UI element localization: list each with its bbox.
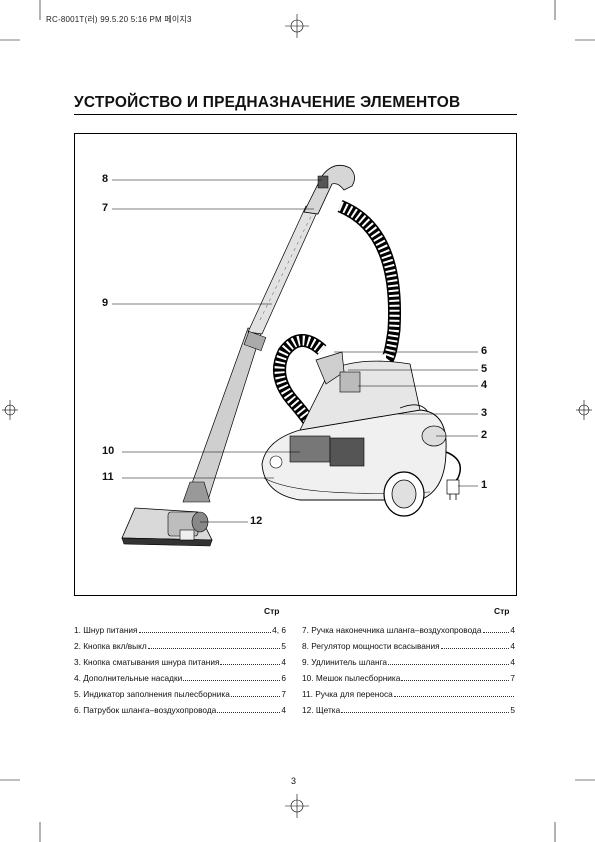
callout-5: 5 <box>481 363 488 375</box>
power-cord <box>445 451 461 500</box>
right-column-page-header: Стр <box>494 606 510 616</box>
callout-6: 6 <box>481 345 488 357</box>
registration-mark-left <box>2 400 18 420</box>
list-item: 11. Ручка для переноса <box>302 686 515 702</box>
diagram-frame <box>74 133 517 596</box>
callout-7: 7 <box>102 202 109 214</box>
print-header: RC-8001T(러) 99.5.20 5:16 PM 페이지3 <box>46 15 192 24</box>
list-item: 7. Ручка наконечника шланга–воздухопрово… <box>302 625 515 635</box>
registration-mark-right <box>576 400 592 420</box>
cleaner-body <box>261 351 447 517</box>
registration-mark-bottom <box>285 794 309 818</box>
callout-2: 2 <box>481 429 488 441</box>
callout-9: 9 <box>102 297 109 309</box>
callout-4: 4 <box>481 379 488 391</box>
callout-8: 8 <box>102 173 109 185</box>
page-number: 3 <box>291 776 297 786</box>
callout-1: 1 <box>481 479 488 491</box>
brush-head <box>121 507 213 547</box>
callout-3: 3 <box>481 407 488 419</box>
hose-handle <box>303 164 355 215</box>
extension-tube <box>182 205 319 503</box>
callout-10: 10 <box>102 445 115 457</box>
parts-list-right: 7. Ручка наконечника шланга–воздухопрово… <box>302 622 515 718</box>
callout-11: 11 <box>102 471 114 483</box>
callout-12: 12 <box>250 515 263 527</box>
callout-leader-lines <box>112 179 478 523</box>
left-column-page-header: Стр <box>264 606 280 616</box>
registration-mark-top <box>285 14 309 38</box>
page-title: УСТРОЙСТВО И ПРЕДНАЗНАЧЕНИЕ ЭЛЕМЕНТОВ <box>74 94 461 111</box>
title-underline <box>74 114 517 115</box>
